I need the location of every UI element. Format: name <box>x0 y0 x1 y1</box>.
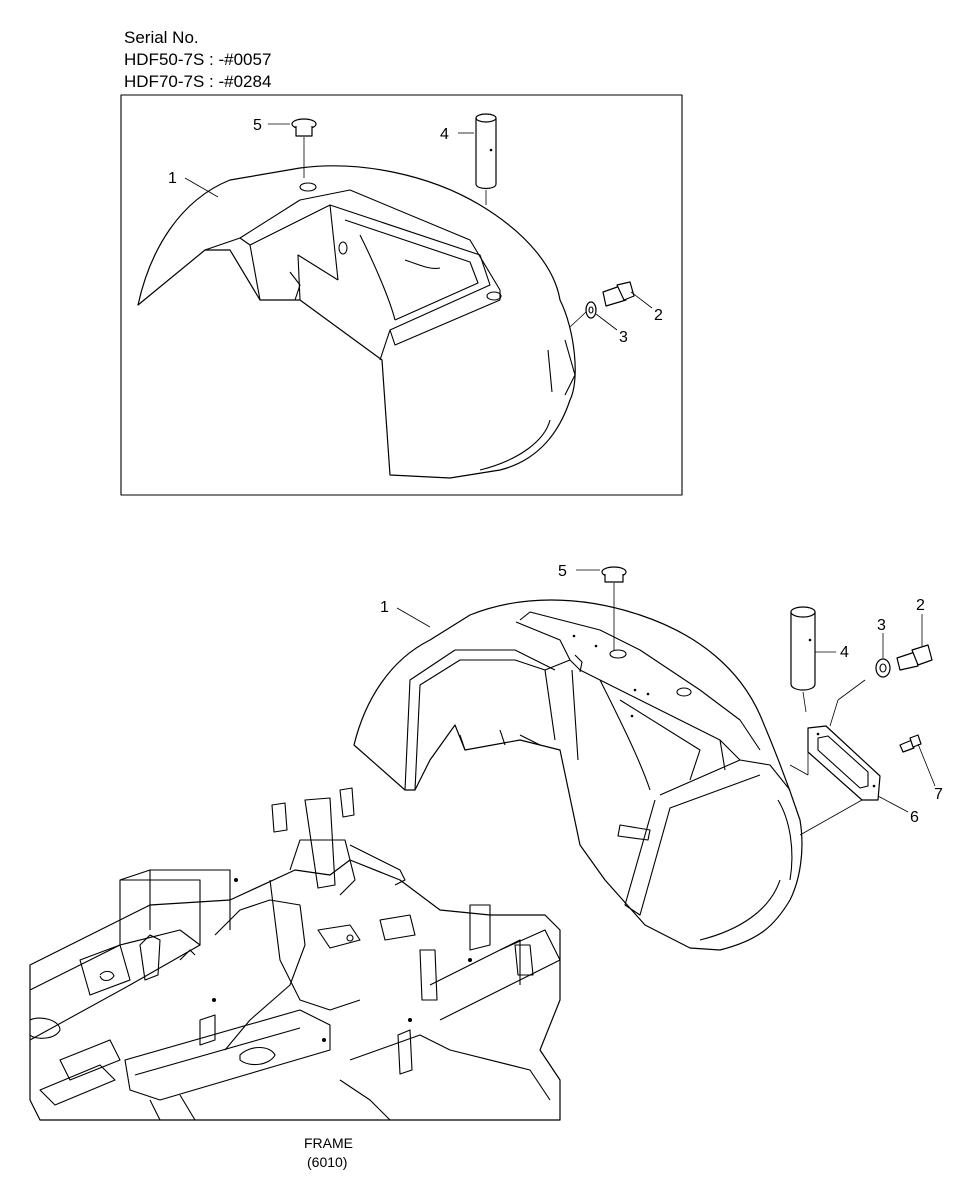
inset-counterweight <box>137 165 576 479</box>
inset-part-3-washer: 3 <box>569 301 628 346</box>
main-callout-1: 1 <box>380 599 389 616</box>
inset-callout-4: 4 <box>440 126 449 143</box>
inset-callout-2: 2 <box>654 307 663 324</box>
frame-assembly <box>29 787 561 1121</box>
inset-part-4-pin: 4 <box>440 113 497 205</box>
main-callout-5: 5 <box>558 563 567 580</box>
main-callout-6: 6 <box>910 809 919 826</box>
main-part-5-plug: 5 <box>558 563 627 650</box>
main-callout-4: 4 <box>840 644 849 661</box>
inset-callout-1: 1 <box>168 170 177 187</box>
inset-panel: 5 4 2 3 1 <box>120 94 683 496</box>
inset-part-2-bolt: 2 <box>602 281 663 324</box>
main-callout-2: 2 <box>916 597 925 614</box>
frame-caption-code: (6010) <box>307 1154 347 1170</box>
inset-border <box>120 94 683 496</box>
main-counterweight <box>353 599 803 951</box>
inset-part-5-plug: 5 <box>253 117 317 178</box>
frame-caption-name: FRAME <box>304 1135 353 1151</box>
main-callout-3: 3 <box>877 617 886 634</box>
main-part-7-screw: 7 <box>899 734 943 803</box>
inset-callout-3: 3 <box>619 329 628 346</box>
main-part-2-bolt: 2 <box>896 597 933 671</box>
main-callout-7: 7 <box>934 786 943 803</box>
serial-line-hdf70: HDF70-7S : -#0284 <box>124 72 272 91</box>
main-part-4-pin: 4 <box>790 606 849 713</box>
serial-label: Serial No. <box>124 28 199 47</box>
inset-callout-5: 5 <box>253 117 262 134</box>
serial-line-hdf50: HDF50-7S : -#0057 <box>124 50 272 69</box>
main-part-3-washer: 3 <box>875 617 891 678</box>
main-part-6-plate: 6 <box>789 679 919 836</box>
